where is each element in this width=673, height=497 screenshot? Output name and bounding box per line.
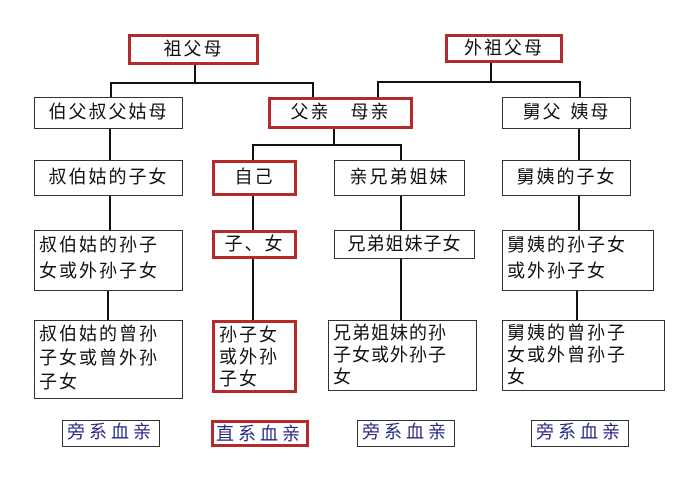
node-label-line: 或外孙子女 <box>507 261 607 282</box>
node-label-line: 叔伯姑的孙子 <box>39 235 159 256</box>
node-label: 舅父 姨母 <box>522 102 611 123</box>
connector <box>312 82 314 98</box>
connector <box>109 195 111 230</box>
category-collateral: 旁系血亲 <box>357 420 455 447</box>
connector <box>110 82 314 84</box>
node-label-line: 女 <box>333 367 352 388</box>
connector <box>252 144 402 146</box>
connector <box>377 81 581 83</box>
node-label-line: 兄弟姐妹的孙 <box>333 323 447 344</box>
node-maternal-cousin-grandchildren: 舅姨的曾孙子 女或外曾孙子 女 <box>502 320 665 391</box>
node-parents: 父亲 母亲 <box>268 97 413 129</box>
node-maternal-cousin-children: 舅姨的孙子女 或外孙子女 <box>502 230 654 291</box>
node-grandparents: 祖父母 <box>128 34 259 65</box>
connector <box>400 258 402 320</box>
node-label-line: 女 <box>507 367 527 388</box>
connector <box>252 258 254 320</box>
connector <box>194 64 196 84</box>
node-self: 自己 <box>212 160 297 196</box>
node-sibling-grandchildren: 兄弟姐妹的孙 子女或外孙子 女 <box>328 320 477 391</box>
node-label-line: 子女 <box>39 372 79 393</box>
connector <box>400 195 402 230</box>
connector <box>576 290 578 320</box>
node-label-line: 子女或曾外孙 <box>39 348 159 369</box>
connector <box>109 128 111 160</box>
node-label: 子、女 <box>224 233 285 255</box>
connector <box>490 62 492 82</box>
node-label-line: 女或外曾孙子 <box>507 345 627 366</box>
node-label: 舅姨的子女 <box>516 167 617 188</box>
connector <box>377 81 379 98</box>
node-label-line: 孙子女 <box>219 325 279 346</box>
connector <box>333 128 335 145</box>
node-label: 兄弟姐妹子女 <box>347 233 462 255</box>
node-label-line: 子女或外孙子 <box>333 345 447 366</box>
node-maternal-cousins: 舅姨的子女 <box>502 160 631 196</box>
node-label-line: 舅姨的曾孙子 <box>507 323 627 344</box>
node-label: 外祖父母 <box>464 37 544 59</box>
node-paternal-cousins: 叔伯姑的子女 <box>34 160 183 196</box>
category-collateral: 旁系血亲 <box>531 420 629 447</box>
node-label: 伯父叔父姑母 <box>48 102 169 123</box>
node-label-line: 子女 <box>219 369 259 390</box>
connector <box>110 82 112 98</box>
node-siblings: 亲兄弟姐妹 <box>334 160 465 196</box>
connector <box>578 128 580 160</box>
node-sibling-children: 兄弟姐妹子女 <box>334 230 475 259</box>
node-label: 亲兄弟姐妹 <box>349 167 450 188</box>
node-maternal-uncles-aunts: 舅父 姨母 <box>502 97 631 129</box>
category-lineal: 直系血亲 <box>211 420 309 447</box>
node-label: 父亲 母亲 <box>290 102 391 123</box>
node-label-line: 女或外孙子女 <box>39 261 159 282</box>
node-paternal-cousin-children: 叔伯姑的孙子 女或外孙子女 <box>34 230 183 291</box>
category-collateral: 旁系血亲 <box>62 420 160 447</box>
node-maternal-grandparents: 外祖父母 <box>445 34 563 63</box>
connector <box>252 195 254 230</box>
connector <box>400 144 402 161</box>
node-paternal-uncles-aunts: 伯父叔父姑母 <box>34 97 183 129</box>
node-children: 子、女 <box>212 230 297 259</box>
connector <box>252 144 254 161</box>
node-grandchildren: 孙子女 或外孙 子女 <box>212 320 297 393</box>
node-label: 自己 <box>234 167 275 188</box>
node-label: 叔伯姑的子女 <box>48 167 169 188</box>
node-paternal-cousin-grandchildren: 叔伯姑的曾孙 子女或曾外孙 子女 <box>34 320 183 399</box>
node-label-line: 或外孙 <box>219 347 279 368</box>
node-label-line: 叔伯姑的曾孙 <box>39 324 159 345</box>
node-label: 祖父母 <box>163 38 224 60</box>
connector <box>578 195 580 230</box>
connector <box>107 290 109 320</box>
node-label-line: 舅姨的孙子女 <box>507 235 627 256</box>
connector <box>579 81 581 98</box>
